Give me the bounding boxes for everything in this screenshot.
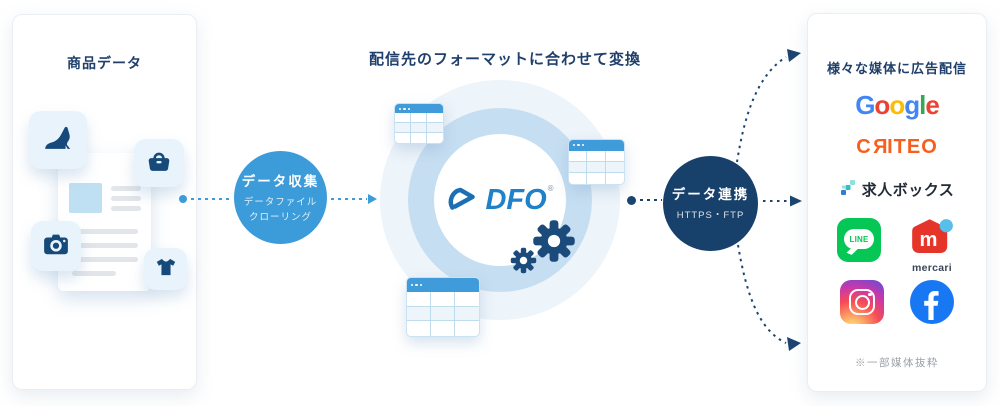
media-panel-title: 様々な媒体に広告配信	[826, 61, 967, 76]
flow-arrowhead-2	[368, 193, 377, 204]
high-heel-tile	[29, 111, 87, 169]
flow-dash-2	[331, 198, 367, 200]
flow-dash-3	[640, 199, 662, 201]
gear-icon-small	[510, 247, 537, 279]
flow-dot-center	[627, 196, 636, 205]
high-heel-icon	[41, 121, 75, 160]
t-shirt-tile	[144, 248, 187, 290]
facebook-icon	[910, 280, 954, 324]
media-row-1: LINE m mercari	[808, 218, 986, 274]
data-link-title: データ連携	[671, 187, 750, 203]
arrowhead-bottom	[787, 337, 801, 351]
media-panel: 様々な媒体に広告配信 Google CRITEO 求人ボックス	[807, 13, 987, 392]
kyujinbox-label: 求人ボックス	[861, 182, 955, 199]
camera-tile	[31, 221, 81, 271]
flow-dash-1	[191, 198, 233, 200]
table-icon-bottom	[406, 277, 480, 337]
arrowhead-top	[787, 49, 801, 62]
arrowhead-middle	[790, 195, 802, 207]
curved-arrow-top	[736, 56, 787, 163]
google-logo: Google	[808, 90, 986, 121]
instagram-icon	[840, 280, 884, 324]
handbag-icon	[145, 147, 173, 180]
line-icon: LINE	[837, 218, 881, 262]
google-letter: l	[919, 90, 926, 120]
criteo-logo: CRITEO	[856, 136, 938, 158]
kyujinbox-icon	[840, 179, 857, 202]
data-collection-title: データ収集	[241, 173, 320, 189]
data-collection-circle: データ収集 データファイル クローリング	[234, 151, 327, 244]
mercari-icon: m	[910, 218, 954, 261]
google-letter: e	[925, 90, 940, 120]
table-icon-top-left	[394, 103, 444, 144]
google-letter: o	[889, 90, 905, 120]
camera-icon	[41, 229, 71, 264]
data-link-circle: データ連携 HTTPS・FTP	[663, 156, 758, 251]
gear-icon-large	[532, 219, 576, 268]
line-label: LINE	[844, 229, 874, 249]
conversion-title: 配信先のフォーマットに合わせて変換	[368, 51, 641, 68]
product-data-title: 商品データ	[67, 55, 142, 71]
media-footnote: ※一部媒体抜粋	[855, 357, 939, 369]
mercari-logo: m mercari	[907, 218, 957, 274]
media-row-2	[808, 280, 986, 324]
registered-mark: ®	[547, 183, 554, 193]
google-letter: o	[874, 90, 890, 120]
kyujinbox-logo: 求人ボックス	[808, 179, 986, 202]
data-collection-subtitle: データファイル クローリング	[243, 196, 318, 223]
svg-text:m: m	[919, 229, 937, 251]
curved-arrow-bottom	[737, 244, 787, 344]
mercari-label: mercari	[911, 262, 953, 274]
document-image-placeholder	[69, 183, 102, 213]
flow-dot-left	[179, 195, 187, 203]
t-shirt-icon	[153, 254, 179, 285]
data-link-subtitle: HTTPS・FTP	[676, 210, 745, 222]
handbag-tile	[134, 139, 184, 187]
product-data-panel: 商品データ	[12, 14, 197, 390]
dfo-wordmark: DFO®	[485, 183, 554, 216]
table-icon-right	[568, 139, 625, 185]
dfo-swoosh-icon	[446, 183, 480, 218]
google-letter: g	[904, 90, 920, 120]
google-letter: G	[855, 90, 875, 120]
dfo-logo: DFO®	[434, 134, 566, 266]
